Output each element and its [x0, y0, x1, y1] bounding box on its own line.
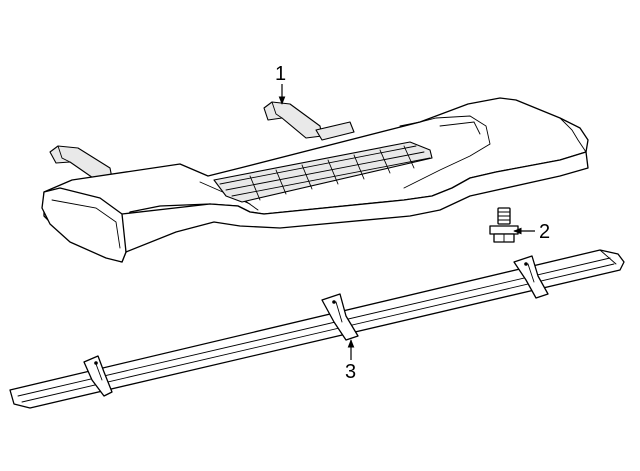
running-board-step — [41, 97, 589, 263]
rail-bracket-right — [513, 255, 549, 299]
callout-1: 1 — [275, 63, 286, 105]
callout-1-label: 1 — [275, 63, 286, 85]
mounting-bracket-middle — [263, 101, 323, 139]
bracket-tab — [315, 121, 355, 141]
step-end-cap — [41, 187, 127, 263]
callout-2: 2 — [513, 221, 550, 243]
step-right-end — [559, 117, 587, 153]
bolt — [489, 207, 519, 243]
rail-bracket-middle — [321, 293, 359, 341]
support-rail — [9, 249, 625, 409]
callout-3: 3 — [345, 339, 356, 383]
tread-grille — [213, 141, 433, 203]
rail-bracket-left — [83, 355, 113, 397]
callout-2-label: 2 — [539, 221, 550, 243]
callout-3-label: 3 — [345, 361, 356, 383]
